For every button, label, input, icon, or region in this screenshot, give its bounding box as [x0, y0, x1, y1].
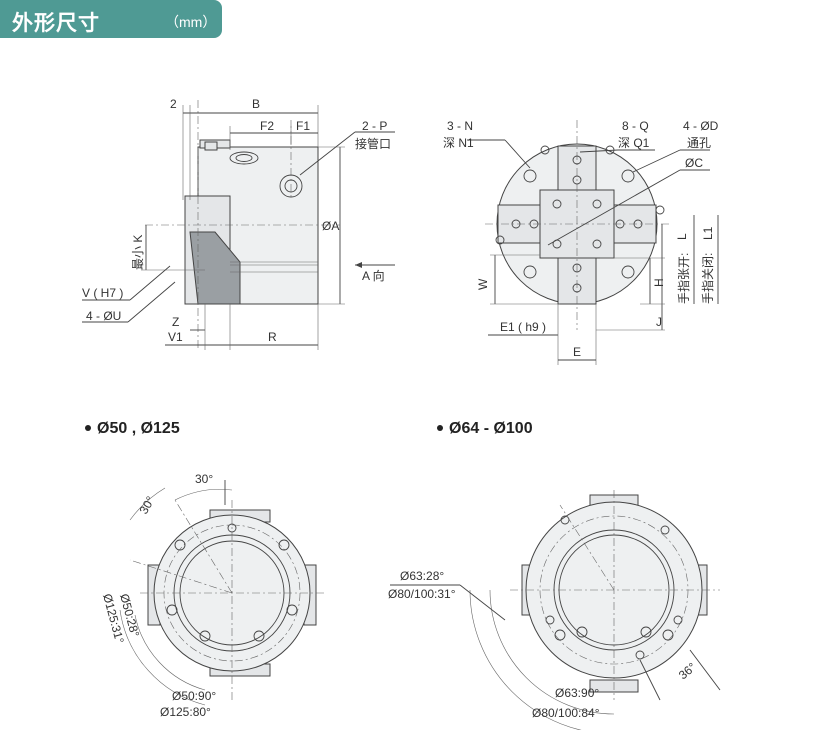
dim-F2: F2: [260, 119, 274, 133]
angle-80-84: Ø80/100:84°: [532, 706, 600, 720]
header-unit: （mm）: [165, 14, 217, 30]
label-through-hole: 通孔: [687, 136, 711, 150]
angle-63-90: Ø63:90°: [555, 686, 599, 700]
section-hatch: [189, 231, 241, 305]
port-icon: [229, 151, 259, 165]
section-title-left: Ø50 , Ø125: [97, 420, 180, 437]
dim-L1: L1: [701, 226, 715, 240]
label-phiC: ØC: [685, 156, 703, 170]
angle-30-left: 30°: [136, 494, 157, 517]
dim-2: 2: [170, 97, 177, 111]
flange-left: 30° 30° Ø50:28° Ø125:31° Ø50:90° Ø125:80…: [100, 472, 325, 719]
dim-Z: Z: [172, 315, 179, 329]
label-finger-open: 手指张开:: [676, 253, 691, 304]
label-2P: 2 - P: [362, 119, 387, 133]
dim-H: H: [652, 278, 666, 287]
bullet-icon: [437, 425, 443, 431]
side-view: 2 B F2 F1 2 - P 接管口 ØA A 向 最小 K V ( H7 )…: [82, 97, 395, 350]
dim-L: L: [675, 233, 689, 240]
angle-125-80: Ø125:80°: [160, 705, 211, 719]
dim-R: R: [268, 330, 277, 344]
angle-36: 36°: [676, 660, 699, 683]
dim-V1: V1: [168, 330, 183, 344]
angle-30-top: 30°: [195, 472, 213, 486]
label-depth-Q1: 深 Q1: [618, 136, 650, 150]
front-view: 3 - N 深 N1 8 - Q 深 Q1 4 - ØD 通孔 ØC W H L…: [443, 119, 719, 365]
header-title: 外形尺寸: [12, 11, 100, 35]
angle-63-28: Ø63:28°: [400, 569, 444, 583]
dim-min-K: 最小 K: [131, 235, 145, 270]
label-pipe-port: 接管口: [355, 136, 391, 151]
label-8Q: 8 - Q: [622, 119, 649, 133]
section-title-right: Ø64 - Ø100: [449, 420, 533, 437]
dim-E: E: [573, 345, 581, 359]
label-A-direction: A 向: [362, 268, 385, 283]
dim-W: W: [476, 278, 490, 290]
flange-right: Ø63:28° Ø80/100:31° 36° Ø63:90° Ø80/100:…: [388, 490, 721, 730]
dim-F1: F1: [296, 119, 310, 133]
dim-B: B: [252, 97, 260, 111]
label-V-H7: V ( H7 ): [82, 286, 123, 300]
label-4U: 4 - ØU: [86, 309, 121, 323]
angle-50-90: Ø50:90°: [172, 689, 216, 703]
label-finger-close: 手指关闭:: [700, 253, 715, 304]
label-3N: 3 - N: [447, 119, 473, 133]
dim-E1: E1 ( h9 ): [500, 320, 546, 334]
label-4D: 4 - ØD: [683, 119, 719, 133]
dim-phiA: ØA: [322, 219, 339, 233]
bullet-icon: [85, 425, 91, 431]
angle-80-31: Ø80/100:31°: [388, 587, 456, 601]
label-depth-N1: 深 N1: [443, 136, 474, 150]
section-header: 外形尺寸 （mm）: [0, 0, 222, 38]
dim-J: J: [656, 315, 662, 329]
